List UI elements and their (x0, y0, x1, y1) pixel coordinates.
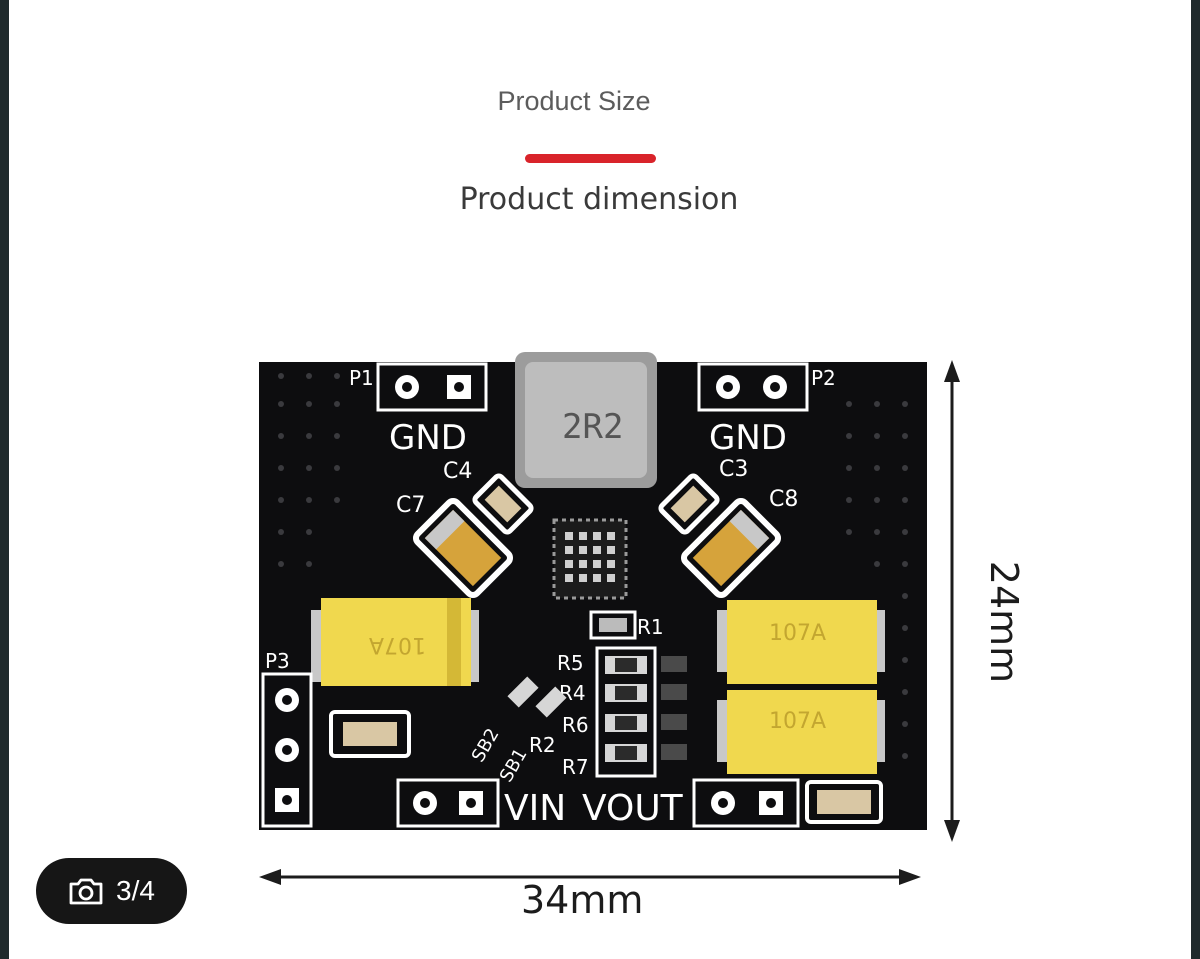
label-c8: C8 (769, 487, 798, 512)
resistor-bank (595, 646, 657, 778)
image-counter-text: 3/4 (116, 875, 155, 906)
p3-header-outline (261, 672, 313, 828)
svg-text:107A: 107A (769, 709, 826, 734)
label-p2: P2 (811, 366, 836, 390)
capacitor-c3 (658, 473, 720, 535)
label-r2: R2 (529, 733, 556, 757)
inductor-marking: 2R2 (562, 407, 623, 447)
label-gnd-right: GND (709, 418, 787, 458)
height-arrow (944, 360, 960, 842)
image-counter-pill[interactable]: 3/4 (36, 858, 187, 924)
capacitor-c8 (680, 497, 782, 599)
page-title: Product Size (497, 86, 651, 116)
label-vout: VOUT (582, 788, 684, 829)
dimension-arrows (259, 360, 960, 885)
title-underline (525, 154, 656, 163)
label-r7: R7 (562, 755, 589, 779)
capacitor-small-right (805, 780, 883, 824)
capacitor-c7 (412, 497, 514, 599)
label-c4: C4 (443, 459, 472, 484)
label-p1: P1 (349, 366, 374, 390)
camera-icon (68, 876, 104, 906)
vout-header-outline (692, 778, 800, 828)
label-c7: C7 (396, 493, 425, 518)
resistor-r1 (589, 610, 637, 640)
capacitor-small-left (329, 710, 411, 758)
vin-header-outline (396, 778, 500, 828)
tantalum-cap-left: 107A (311, 598, 479, 686)
label-vin: VIN (504, 788, 566, 829)
width-dimension-label: 34mm (521, 878, 644, 922)
label-r4: R4 (559, 681, 586, 705)
tantalum-cap-right-top: 107A (717, 600, 885, 684)
pcb-board-image: P1 GND P2 GND 2R2 C4 C7 (259, 352, 927, 830)
p2-header-outline (697, 362, 809, 412)
svg-text:107A: 107A (369, 632, 426, 657)
tantalum-cap-right-bottom: 107A (717, 690, 885, 774)
label-r1: R1 (637, 615, 664, 639)
label-c3: C3 (719, 457, 748, 482)
product-image-frame: Product Size Product dimension P1 (9, 0, 1191, 959)
label-gnd-left: GND (389, 418, 467, 458)
height-dimension-label: 24mm (982, 560, 1026, 684)
solder-bridges (507, 676, 567, 718)
page-subtitle: Product dimension (459, 182, 739, 217)
label-p3: P3 (265, 649, 290, 673)
label-r5: R5 (557, 651, 584, 675)
p1-header-outline (376, 362, 488, 412)
capacitor-c4 (472, 473, 534, 535)
width-arrow (259, 869, 921, 885)
pcb-vias (278, 373, 908, 759)
svg-text:107A: 107A (769, 621, 826, 646)
label-r6: R6 (562, 713, 589, 737)
